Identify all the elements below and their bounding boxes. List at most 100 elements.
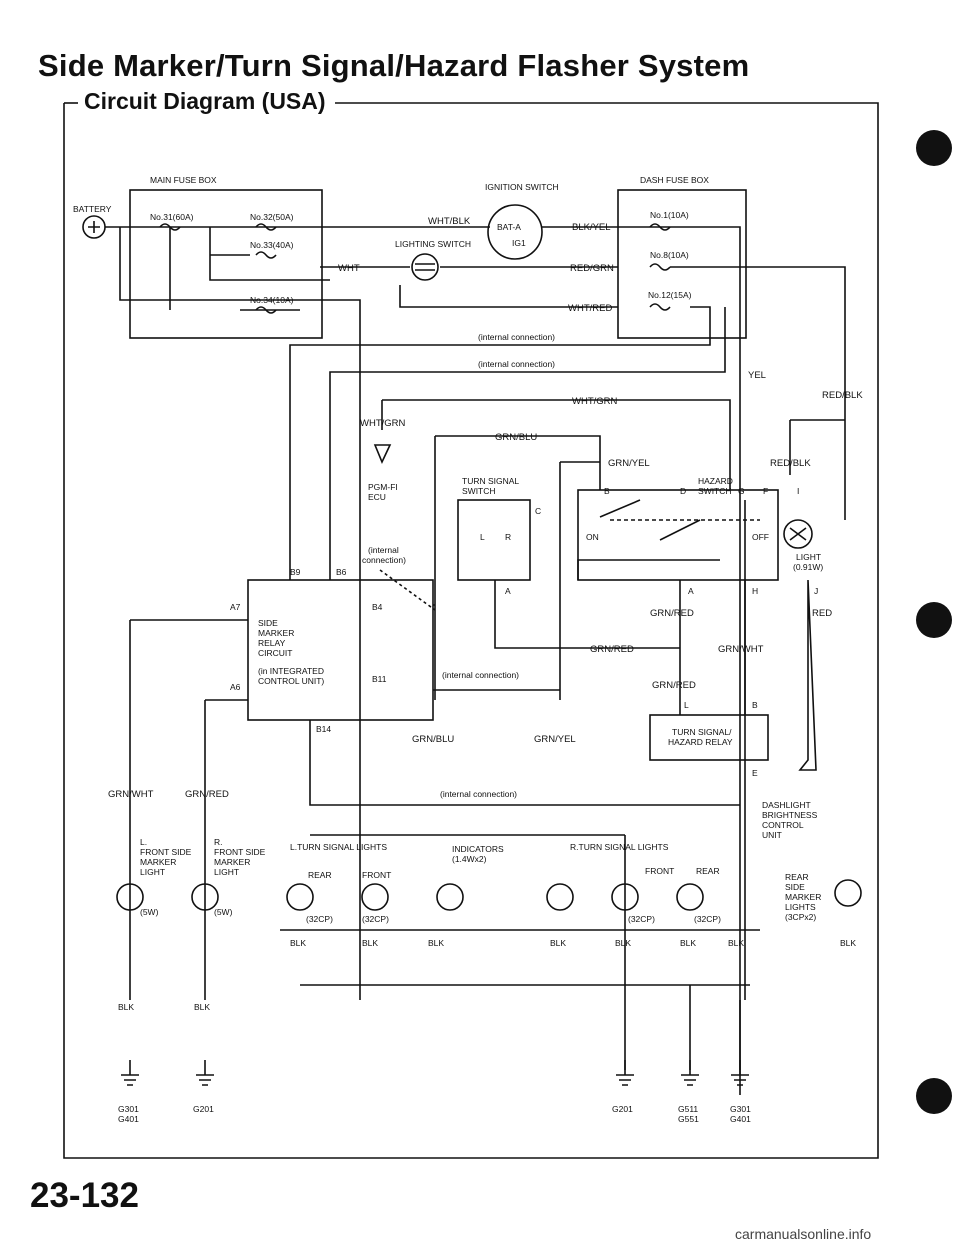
blk-label-3: BLK — [428, 938, 444, 948]
page-number: 23-132 — [30, 1176, 139, 1215]
main-fuse-box — [129, 189, 323, 339]
hazard-on-label: ON — [586, 532, 599, 542]
wire-yel — [618, 226, 741, 1095]
internal-connection-label-1: (internal connection) — [478, 332, 555, 342]
blk-label-7: BLK — [728, 938, 744, 948]
pin-g-label: G — [738, 486, 745, 496]
bulb-r-rear-turn-icon — [676, 883, 704, 911]
cp-label-2: (32CP) — [362, 914, 389, 924]
pin-b11-label: B11 — [372, 674, 387, 684]
bulb-l-front-turn-icon — [361, 883, 389, 911]
pin-b-label: B — [604, 486, 610, 496]
wht-grn-horizontal-label: WHT/GRN — [572, 396, 618, 407]
l-front-label: FRONT — [362, 870, 391, 880]
unit-label: UNIT — [762, 830, 782, 840]
wire-wht-red — [399, 285, 618, 308]
g301-label-b: G301 — [730, 1104, 751, 1114]
turn-signal-relay-label: TURN SIGNAL/ — [672, 727, 732, 737]
grn-red-label-2: GRN/RED — [590, 644, 634, 655]
cp-label-3: (32CP) — [628, 914, 655, 924]
dash-fuse-box — [617, 189, 747, 339]
ignition-switch-body — [487, 204, 543, 260]
cp-label-1: (32CP) — [306, 914, 333, 924]
r-front-side-label-3: MARKER — [214, 857, 250, 867]
wire-internal-2 — [329, 307, 726, 580]
fuse33-symbol — [255, 251, 277, 259]
page-title: Side Marker/Turn Signal/Hazard Flasher S… — [38, 48, 750, 83]
g401-label-a: G401 — [118, 1114, 139, 1124]
r-front-side-label-2: FRONT SIDE — [214, 847, 266, 857]
bulb-r-front-turn-icon — [611, 883, 639, 911]
frame-border — [63, 102, 879, 1159]
pin-d-label: D — [680, 486, 686, 496]
wire-b14-ground — [309, 720, 740, 806]
hazard-contact-1 — [599, 499, 641, 518]
pgm-fi-label: PGM-FI — [368, 482, 398, 492]
pin-a7-label: A7 — [230, 602, 241, 612]
relay-pin-l-label: L — [684, 700, 689, 710]
ground-g201-b-icon — [616, 1060, 634, 1086]
ground-g301-b-icon — [731, 1060, 749, 1086]
l-front-side-wattage: (5W) — [140, 907, 159, 917]
r-front-label: FRONT — [645, 866, 674, 876]
yel-label: YEL — [748, 370, 766, 381]
pin-a6-label: A6 — [230, 682, 241, 692]
brightness-label: BRIGHTNESS — [762, 810, 818, 820]
r-front-side-wattage: (5W) — [214, 907, 233, 917]
red-label: RED — [812, 608, 832, 619]
pin-f-label: F — [763, 486, 768, 496]
blk-label-8: BLK — [840, 938, 856, 948]
wht-blk-label: WHT/BLK — [428, 216, 471, 227]
fuse8-symbol — [649, 263, 671, 271]
internal-connection-label-4: (internal connection) — [442, 670, 519, 680]
blk-label-6: BLK — [680, 938, 696, 948]
blk-label-1: BLK — [290, 938, 306, 948]
wht-label: WHT — [338, 263, 360, 274]
g301-label-a: G301 — [118, 1104, 139, 1114]
fuse32-label: No.32(50A) — [250, 212, 294, 222]
l-front-side-label-2: FRONT SIDE — [140, 847, 192, 857]
wire-battery-to-fuse34 — [119, 227, 361, 1000]
grn-wht-right-label: GRN/WHT — [718, 644, 764, 655]
fuse32-symbol — [255, 223, 277, 231]
bulb-l-indicator-icon — [436, 883, 464, 911]
hazard-switch-box — [577, 489, 779, 581]
relay-label-relay: RELAY — [258, 638, 286, 648]
fuse1-label: No.1(10A) — [650, 210, 689, 220]
dash-fuse-box-label: DASH FUSE BOX — [640, 175, 709, 185]
internal-connection-label-5: (internal connection) — [440, 789, 517, 799]
g201-label-a: G201 — [193, 1104, 214, 1114]
bulb-r-front-side-icon — [191, 883, 219, 911]
hazard-switch-label: HAZARD — [698, 476, 733, 486]
wire-a6-grn-red — [204, 699, 248, 1000]
pin-b9-label: B9 — [290, 567, 301, 577]
fuse31-label: No.31(60A) — [150, 212, 194, 222]
pin-j-label: J — [814, 586, 818, 596]
g201-label-b: G201 — [612, 1104, 633, 1114]
relay-label-integrated: (in INTEGRATED — [258, 666, 324, 676]
blk-label-9: BLK — [118, 1002, 134, 1012]
grn-blu-top-label: GRN/BLU — [495, 432, 537, 443]
light-wattage-label: (0.91W) — [793, 562, 823, 572]
pin-b4-label: B4 — [372, 602, 383, 612]
pin-a-label-left: A — [505, 586, 511, 596]
red-grn-label: RED/GRN — [570, 263, 614, 274]
ground-g201-a-icon — [196, 1060, 214, 1086]
wht-grn-vertical-label: WHT/GRN — [360, 418, 406, 429]
pin-b14-label: B14 — [316, 724, 331, 734]
l-front-side-label-3: MARKER — [140, 857, 176, 867]
hazard-switch-label-2: SWITCH — [698, 486, 732, 496]
pin-l-label: L — [480, 532, 485, 542]
black-bullet-icon — [916, 1078, 952, 1114]
lighting-switch-label: LIGHTING SWITCH — [395, 239, 471, 249]
rear-side-label-3: MARKER — [785, 892, 821, 902]
wire-wht-grn — [382, 399, 731, 490]
wire-a7-grn-wht — [129, 619, 248, 1000]
l-turn-signal-lights-label: L.TURN SIGNAL LIGHTS — [290, 842, 387, 852]
r-rear-label: REAR — [696, 866, 720, 876]
wire-fuse32-drop — [209, 227, 330, 281]
fuse12-symbol — [649, 303, 671, 311]
pin-r-label: R — [505, 532, 511, 542]
relay-pin-b-label: B — [752, 700, 758, 710]
fuse8-label: No.8(10A) — [650, 250, 689, 260]
